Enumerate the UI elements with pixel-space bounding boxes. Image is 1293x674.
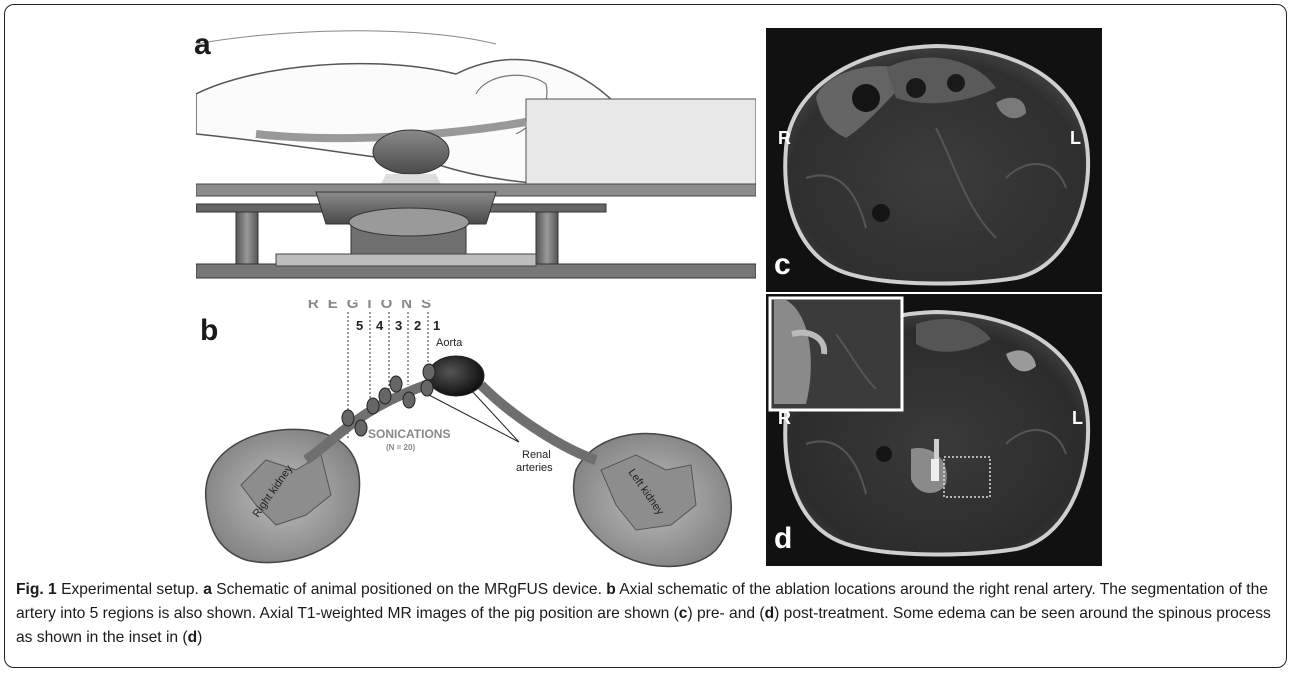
ablation-schematic: REGIONS 5 4 3 2 1 Aorta SONICATIONS (N =…: [196, 300, 756, 570]
mri-image-d: [766, 294, 1102, 566]
renal-arteries-label-1: Renal: [522, 449, 551, 461]
region-number-5: 5: [356, 318, 363, 333]
mri-image-c: [766, 28, 1102, 292]
caption-ref-b: b: [606, 581, 616, 598]
caption-ref-d: d: [765, 605, 775, 622]
panel-label-c: c: [774, 248, 791, 282]
region-number-1: 1: [433, 318, 440, 333]
device-illustration: [196, 24, 756, 296]
inset-zoom: [770, 298, 902, 410]
figure-caption: Fig. 1 Experimental setup. a Schematic o…: [16, 578, 1278, 650]
region-number-2: 2: [414, 318, 421, 333]
caption-figure-number: Fig. 1: [16, 581, 57, 598]
panel-d-mri: R L d: [766, 294, 1102, 566]
right-side-label-d: R: [778, 408, 791, 429]
panel-label-a: a: [194, 28, 211, 62]
caption-ref-a: a: [203, 581, 212, 598]
panel-label-b: b: [200, 314, 218, 348]
region-number-4: 4: [376, 318, 384, 333]
caption-text-2: Schematic of animal positioned on the MR…: [212, 581, 606, 598]
aorta-label: Aorta: [436, 337, 463, 349]
left-side-label-d: L: [1072, 408, 1083, 429]
caption-text-4: ) pre- and (: [687, 605, 764, 622]
renal-arteries-label-2: arteries: [516, 462, 553, 474]
right-side-label-c: R: [778, 128, 791, 149]
caption-text-1: Experimental setup.: [57, 581, 203, 598]
panel-a: a: [196, 24, 756, 296]
panel-label-d: d: [774, 522, 792, 556]
regions-label: REGIONS: [308, 300, 440, 312]
sonications-count: (N = 20): [386, 443, 415, 452]
caption-text-6: ): [197, 629, 202, 646]
sonications-label: SONICATIONS: [368, 427, 450, 441]
left-side-label-c: L: [1070, 128, 1081, 149]
caption-ref-d-inset: d: [188, 629, 198, 646]
region-number-3: 3: [395, 318, 402, 333]
panel-b: REGIONS 5 4 3 2 1 Aorta SONICATIONS (N =…: [196, 300, 756, 570]
panel-c-mri: R L c: [766, 28, 1102, 292]
